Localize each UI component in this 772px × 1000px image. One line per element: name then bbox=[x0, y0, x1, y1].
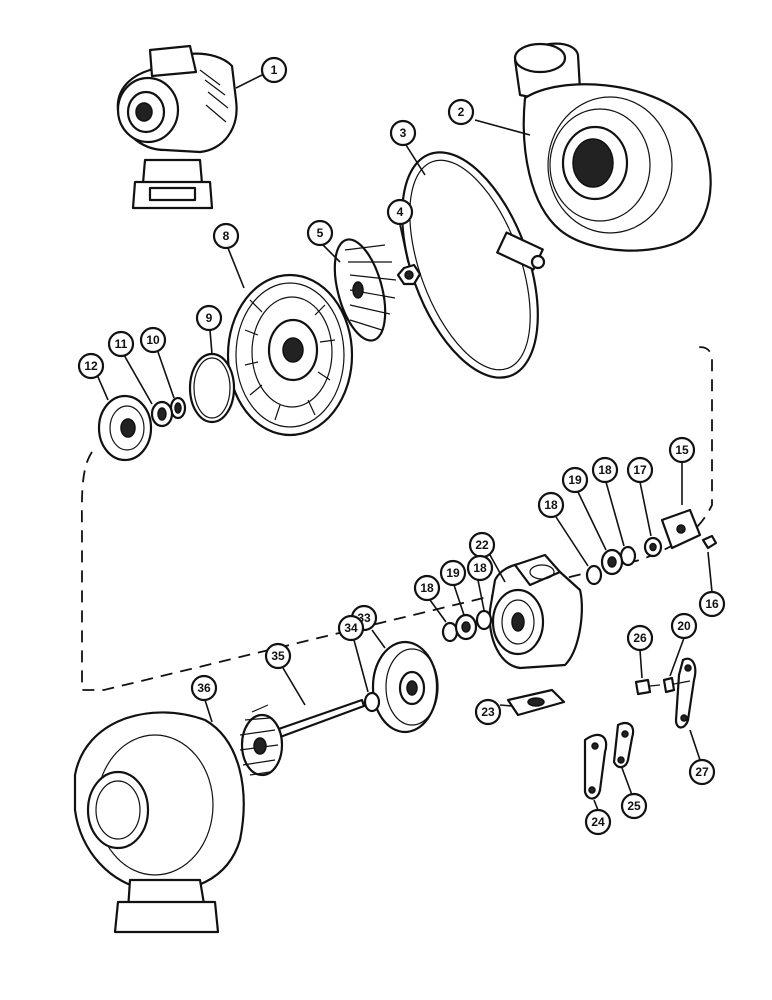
callout-35: 35 bbox=[264, 642, 292, 670]
svg-text:19: 19 bbox=[446, 566, 460, 580]
callout-4: 4 bbox=[386, 198, 414, 226]
svg-text:18: 18 bbox=[473, 561, 487, 575]
callout-24: 24 bbox=[584, 808, 612, 836]
callout-34: 34 bbox=[337, 614, 365, 642]
callout-27: 27 bbox=[688, 758, 716, 786]
svg-text:20: 20 bbox=[677, 619, 691, 633]
callout-12: 12 bbox=[77, 352, 105, 380]
part-19-bearing-right bbox=[577, 491, 624, 576]
callout-15: 15 bbox=[668, 436, 696, 464]
callout-11: 11 bbox=[107, 330, 135, 358]
part-15-plate bbox=[660, 462, 702, 550]
svg-text:18: 18 bbox=[544, 498, 558, 512]
part-2-compressor-housing bbox=[474, 42, 712, 252]
svg-text:11: 11 bbox=[115, 337, 128, 351]
callout-18-c: 18 bbox=[413, 574, 441, 602]
callout-5: 5 bbox=[306, 219, 334, 247]
part-12-oil-deflector bbox=[94, 369, 153, 462]
part-10-ring bbox=[157, 351, 187, 420]
part-35-turbine-wheel-shaft bbox=[239, 667, 366, 777]
callout-18-d: 18 bbox=[466, 554, 494, 582]
callout-25: 25 bbox=[620, 792, 648, 820]
part-33-seal-plate bbox=[371, 629, 439, 734]
part-25-lock-plate bbox=[612, 722, 635, 796]
part-3-clamp bbox=[401, 144, 546, 379]
part-26-bolt bbox=[634, 649, 661, 696]
callout-18-a: 18 bbox=[591, 456, 619, 484]
callout-23: 23 bbox=[474, 698, 502, 726]
part-18-ring-lower-b bbox=[475, 579, 493, 631]
svg-text:17: 17 bbox=[633, 463, 647, 477]
svg-text:1: 1 bbox=[271, 63, 278, 77]
part-18-ring-lower-a bbox=[429, 599, 459, 643]
part-22-bearing-housing bbox=[488, 553, 583, 670]
callout-17: 17 bbox=[626, 456, 654, 484]
svg-text:15: 15 bbox=[675, 443, 689, 457]
part-20-bolt bbox=[662, 637, 691, 694]
callout-8: 8 bbox=[212, 222, 240, 250]
callout-20: 20 bbox=[670, 612, 698, 640]
part-4-nut bbox=[396, 224, 422, 286]
svg-text:4: 4 bbox=[397, 205, 404, 219]
callout-9: 9 bbox=[195, 304, 223, 332]
svg-text:22: 22 bbox=[475, 538, 489, 552]
part-27-lock-plate bbox=[674, 657, 701, 761]
part-36-turbine-housing bbox=[73, 699, 245, 934]
callout-19-b: 19 bbox=[439, 559, 467, 587]
callout-3: 3 bbox=[389, 119, 417, 147]
callout-2: 2 bbox=[447, 98, 475, 126]
svg-text:19: 19 bbox=[568, 473, 582, 487]
svg-text:34: 34 bbox=[344, 621, 358, 635]
callout-22: 22 bbox=[468, 531, 496, 559]
svg-text:26: 26 bbox=[633, 631, 647, 645]
svg-text:18: 18 bbox=[420, 581, 434, 595]
part-24-lock-plate bbox=[583, 733, 608, 811]
callout-18-b: 18 bbox=[537, 491, 565, 519]
svg-text:18: 18 bbox=[598, 463, 612, 477]
part-18-ring-right-b bbox=[555, 516, 603, 586]
callout-26: 26 bbox=[626, 624, 654, 652]
part-16-screw bbox=[701, 534, 718, 593]
part-9-o-ring bbox=[188, 329, 236, 424]
svg-text:23: 23 bbox=[481, 705, 495, 719]
part-34-piston-ring bbox=[353, 639, 381, 713]
svg-text:25: 25 bbox=[627, 799, 641, 813]
svg-text:16: 16 bbox=[705, 597, 719, 611]
svg-text:8: 8 bbox=[223, 229, 230, 243]
callout-1: 1 bbox=[260, 56, 288, 84]
part-23-gasket bbox=[499, 688, 566, 717]
callout-16: 16 bbox=[698, 590, 726, 618]
svg-text:24: 24 bbox=[591, 815, 605, 829]
part-19-bearing-lower bbox=[453, 584, 478, 641]
svg-text:36: 36 bbox=[197, 681, 211, 695]
svg-text:10: 10 bbox=[146, 333, 160, 347]
callout-19-a: 19 bbox=[561, 466, 589, 494]
part-1-turbocharger-assembly bbox=[116, 44, 263, 210]
svg-text:35: 35 bbox=[271, 649, 285, 663]
svg-text:27: 27 bbox=[695, 765, 709, 779]
callout-36: 36 bbox=[190, 674, 218, 702]
part-5-compressor-wheel bbox=[322, 238, 397, 342]
callout-10: 10 bbox=[139, 326, 167, 354]
svg-text:9: 9 bbox=[206, 311, 213, 325]
svg-text:12: 12 bbox=[84, 359, 98, 373]
part-11-thrust-collar bbox=[123, 354, 174, 428]
svg-text:2: 2 bbox=[458, 105, 465, 119]
part-8-backplate bbox=[226, 247, 354, 437]
svg-text:5: 5 bbox=[317, 226, 324, 240]
part-17-washer bbox=[639, 481, 663, 558]
svg-text:3: 3 bbox=[400, 126, 407, 140]
